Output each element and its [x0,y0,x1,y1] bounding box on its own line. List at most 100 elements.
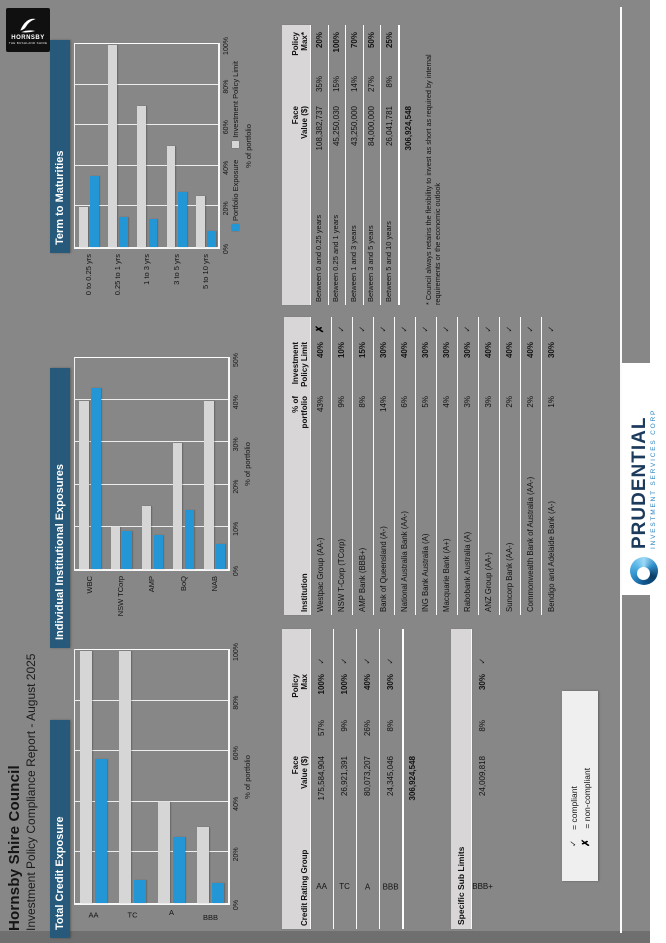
portfolio-pct-cell: 8% [358,396,368,408]
axis-title: % of portfolio [243,755,252,799]
axis-tick-label: 20% [233,847,240,862]
hornsby-logo-inner: HORNSBY THE BUSHLAND SHIRE [6,8,50,52]
portfolio-pct-cell: 8% [384,76,394,88]
check-icon: ✓ [316,657,327,665]
face-value-cell: 175,584,904 [317,756,327,801]
institution-name-cell: NSW T-Corp (TCorp) [336,538,346,612]
status-cell: ✓ [441,319,453,339]
legend-compliant-label: = compliant [568,786,579,830]
check-icon: ✓ [568,839,578,847]
credit-table-header-status [308,651,310,671]
status-cell: ✓ [385,651,397,671]
legend-non-compliant-label: = non-compliant [581,767,592,829]
status-cell: ✓ [462,319,474,339]
policy-bar [195,196,205,247]
policy-max-cell: 30% [478,674,488,691]
table-row: Commonwealth Bank of Australia (AA-)2%40… [520,317,541,615]
portfolio-pct-cell: 2% [505,396,515,408]
maturity-term-cell: Between 0.25 and 1 years [331,214,341,302]
credit-table-header-pct [308,717,310,753]
legend-non-compliant-line: ✗ = non-compliant [581,691,592,847]
category-label-text: 0.25 to 1 yrs [113,254,123,296]
axis-tick-label: 50% [233,353,240,368]
axis-tick-label: 0% [233,565,240,577]
axis-tick-label: 60% [233,746,240,761]
check-icon: ✓ [504,325,515,333]
category-label: BBB [191,910,230,935]
maturity-term-cell: Between 3 and 5 years [366,225,376,302]
gridline [75,699,228,701]
institution-name-cell: Westpac Group (AA-) [315,537,325,612]
table-row: Face Value ($)Policy Max* [282,25,310,305]
category-label: BoQ [168,576,199,645]
category-label: 5 to 10 yrs [191,254,220,309]
exposure-bar [184,510,195,569]
face-value-cell: 84,000,000 [367,106,377,147]
portfolio-pct-cell: 6% [400,396,410,408]
policy-bar [110,527,120,569]
policy-max-cell: 100% [317,674,327,695]
sub-limit-group-label: BBB+ [472,845,494,929]
policy-limit-cell: 30% [442,342,452,359]
check-icon: ✓ [441,325,452,333]
policy-limit-cell: 40% [400,342,410,359]
face-value-cell: 108,382,737 [314,106,324,151]
portfolio-pct-cell: 14% [379,396,389,413]
face-value-cell: 43,250,000 [349,106,359,147]
policy-bar [80,651,93,903]
policy-swatch-icon [232,140,239,148]
category-label-text: TC [127,910,138,920]
exposure-bar [95,759,107,903]
status-cell: ✓ [525,319,537,339]
hornsby-logo-tagline: THE BUSHLAND SHIRE [8,41,48,45]
policy-max-cell: 20% [314,32,324,49]
table-row: Macquarie Bank (A+)4%30%✓ [436,317,457,615]
exposure-swatch-icon [232,224,239,231]
category-label: 3 to 5 yrs [162,254,191,309]
institution-table-header-limit: Investment Policy Limit [290,342,309,387]
axis-tick-label: 40% [233,796,240,811]
hornsby-council-logo: HORNSBY THE BUSHLAND SHIRE [6,8,50,52]
portfolio-pct-cell: 3% [484,396,494,408]
category-label-text: 5 to 10 yrs [200,254,210,290]
policy-bar [166,146,176,247]
maturity-term-cell: Between 5 and 10 years [383,221,393,302]
policy-bar [197,827,210,903]
prudential-logo-text: PRUDENTIAL INVESTMENT SERVICES CORP [629,409,658,549]
check-icon: ✓ [462,325,473,333]
credit-rating-group-label: AA [311,845,333,929]
hornsby-emblem-icon [20,18,36,33]
category-label-text: 1 to 3 yrs [142,254,152,285]
portfolio-pct-cell: 57% [317,720,327,737]
policy-bar [119,651,132,903]
institution-name-cell: Commonwealth Bank of Australia (AA-) [525,476,535,612]
exposure-bar [216,543,226,569]
total-face-value: 306,924,548 [403,106,413,151]
table-row: Suncorp Bank (AA-)2%40%✓ [499,317,520,615]
credit-rating-group-label-text: A [365,882,371,892]
policy-bar [141,506,152,569]
table-row: AMP Bank (BBB+)8%15%✓ [352,317,373,615]
policy-bar [158,802,171,903]
gridline [75,83,218,85]
policy-limit-cell: 40% [316,342,326,359]
category-label-text: BBB [202,913,219,923]
category-label: NAB [199,576,230,645]
exposure-bar [153,535,163,569]
policy-limit-cell: 40% [484,342,494,359]
table-row: ING Bank Australia (A)5%30%✓ [415,317,436,615]
legend-compliant-line: ✓ = compliant [568,691,579,847]
table-row: AA 175,584,904 57% 100% ✓ [310,629,333,929]
category-label-text: BoQ [178,576,188,592]
prudential-logo: PRUDENTIAL INVESTMENT SERVICES CORP [622,363,666,595]
status-cell: ✓ [483,319,495,339]
maturity-table-header-face-value: Face Value ($) [290,106,309,139]
portfolio-pct-cell: 5% [421,396,431,408]
policy-max-cell: 70% [349,32,359,49]
